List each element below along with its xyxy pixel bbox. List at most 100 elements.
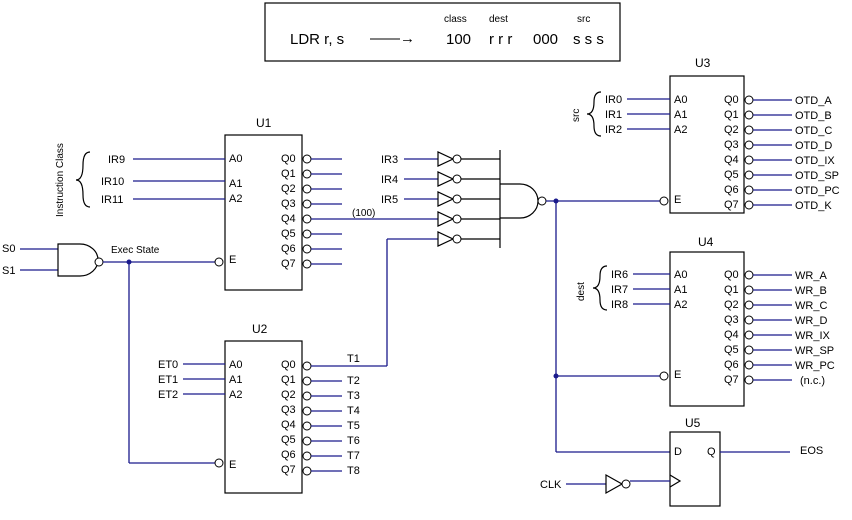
u3-in-ir0: IR0 [605,94,622,106]
u1-q4-label: (100) [352,208,375,219]
u4-in-ir7: IR7 [611,284,628,296]
u3-out-otd-ix: OTD_IX [795,155,835,167]
u3-out-otd-sp: OTD_SP [795,170,839,182]
u5-pin-q: Q [707,446,716,458]
inverter-bank: IR3 IR4 IR5 [381,150,670,453]
u3-pin-q4: Q4 [724,154,739,166]
u1-in-ir10: IR10 [101,176,124,188]
u1-brace [75,151,91,208]
u2-out-t8: T8 [347,465,360,477]
inverter-gate [437,171,455,187]
u3-outputs: Q0 Q1 Q2 Q3 Q4 Q5 Q6 Q7 OTD_A OTD_B OTD_… [724,94,840,212]
s0-label: S0 [2,243,15,255]
header-dest-bits: r r r [489,31,512,48]
u2-pin-q6: Q6 [281,449,296,461]
header-class-caption: class [444,14,467,25]
inverter-gate [437,211,455,227]
u2-pin-q2: Q2 [281,389,296,401]
u3-pin-q2: Q2 [724,124,739,136]
inv-in-ir4: IR4 [381,174,398,186]
inv-in-ir5: IR5 [381,194,398,206]
u2-pin-q3: Q3 [281,404,296,416]
u1-pin-q3: Q3 [281,198,296,210]
u1-pin-q0: Q0 [281,153,296,165]
header-arrow: ——→ [370,30,415,47]
decoder-u2: U2 A0 A1 A2 E ET0 ET1 ET2 Q0 Q1 Q2 Q3 Q4… [158,238,438,494]
u4-outputs: Q0 Q1 Q2 Q3 Q4 Q5 Q6 Q7 WR_A WR_B WR_C W… [724,269,835,387]
u4-out-wr-d: WR_D [795,315,827,327]
u2-pin-q4: Q4 [281,419,296,431]
u4-pin-q2: Q2 [724,299,739,311]
header-mid-bits: 000 [533,31,558,48]
inverter-gate [437,191,455,207]
u3-brace [586,91,602,137]
u3-out-otd-d: OTD_D [795,140,832,152]
u3-brace-label: src [571,109,582,122]
inverter-gate [437,231,455,247]
u3-pin-q3: Q3 [724,139,739,151]
u1-pin-e: E [229,254,236,266]
exec-state-label: Exec State [111,245,160,256]
u2-out-t1: T1 [347,353,360,365]
u4-pin-q0: Q0 [724,269,739,281]
u2-out-t7: T7 [347,450,360,462]
u2-outputs: Q0 Q1 Q2 Q3 Q4 Q5 Q6 Q7 T1 T2 T3 T4 T5 T… [281,353,387,477]
u2-title: U2 [252,322,268,336]
u4-brace-label: dest [576,282,587,301]
instruction-format-header: LDR r, s ——→ class dest src 100 r r r 00… [264,2,621,62]
u3-pin-q7: Q7 [724,199,739,211]
u4-pin-q3: Q3 [724,314,739,326]
u4-pin-q5: Q5 [724,344,739,356]
u4-pin-e: E [674,369,681,381]
decoder-u4: U4 A0 A1 A2 E IR6 IR7 IR8 dest Q0 Q1 Q2 … [576,235,835,407]
u2-out-t6: T6 [347,435,360,447]
u1-pin-a2: A2 [229,193,242,205]
header-dest-caption: dest [489,14,508,25]
u3-pin-e: E [674,194,681,206]
u4-out-wr-c: WR_C [795,300,827,312]
u5-out-eos: EOS [800,445,823,457]
u1-pin-q2: Q2 [281,183,296,195]
u2-pin-q7: Q7 [281,464,296,476]
u2-out-t2: T2 [347,375,360,387]
u1-pin-q6: Q6 [281,243,296,255]
u3-in-ir1: IR1 [605,109,622,121]
u3-pin-a1: A1 [674,109,687,121]
u3-pin-q6: Q6 [724,184,739,196]
u4-pin-a2: A2 [674,299,687,311]
u2-out-t3: T3 [347,390,360,402]
u1-pin-q5: Q5 [281,228,296,240]
u4-brace [592,265,608,311]
inverter-gate [437,151,455,167]
u4-pin-a1: A1 [674,284,687,296]
u2-pin-a0: A0 [229,359,242,371]
u3-pin-a2: A2 [674,124,687,136]
u1-outputs: Q0 Q1 Q2 Q3 Q4 Q5 Q6 Q7 [281,153,438,270]
u2-pin-q1: Q1 [281,374,296,386]
header-box [264,2,621,62]
decoder-u1: U1 A0 A1 A2 E IR9 IR10 IR11 Instruction … [55,116,438,291]
u4-pin-q4: Q4 [724,329,739,341]
u1-in-ir9: IR9 [108,154,125,166]
flipflop-u5: U5 D Q EOS CLK [540,416,823,507]
inv-in-ir3: IR3 [381,154,398,166]
u1-pin-q4: Q4 [281,213,296,225]
u3-in-ir2: IR2 [605,124,622,136]
u2-pin-q5: Q5 [281,434,296,446]
u4-in-ir8: IR8 [611,299,628,311]
u3-pin-a0: A0 [674,94,687,106]
u1-in-ir11: IR11 [101,194,123,206]
u2-out-t5: T5 [347,420,360,432]
u3-out-otd-a: OTD_A [795,95,832,107]
u4-out-wr-ix: WR_IX [795,330,831,342]
u2-pin-q0: Q0 [281,359,296,371]
u2-pin-e: E [229,459,236,471]
s1-label: S1 [2,265,15,277]
u1-pin-q7: Q7 [281,258,296,270]
u4-out-wr-pc: WR_PC [795,360,835,372]
u2-in-et0: ET0 [158,359,178,371]
u1-title: U1 [256,116,272,130]
u1-pin-q1: Q1 [281,168,296,180]
